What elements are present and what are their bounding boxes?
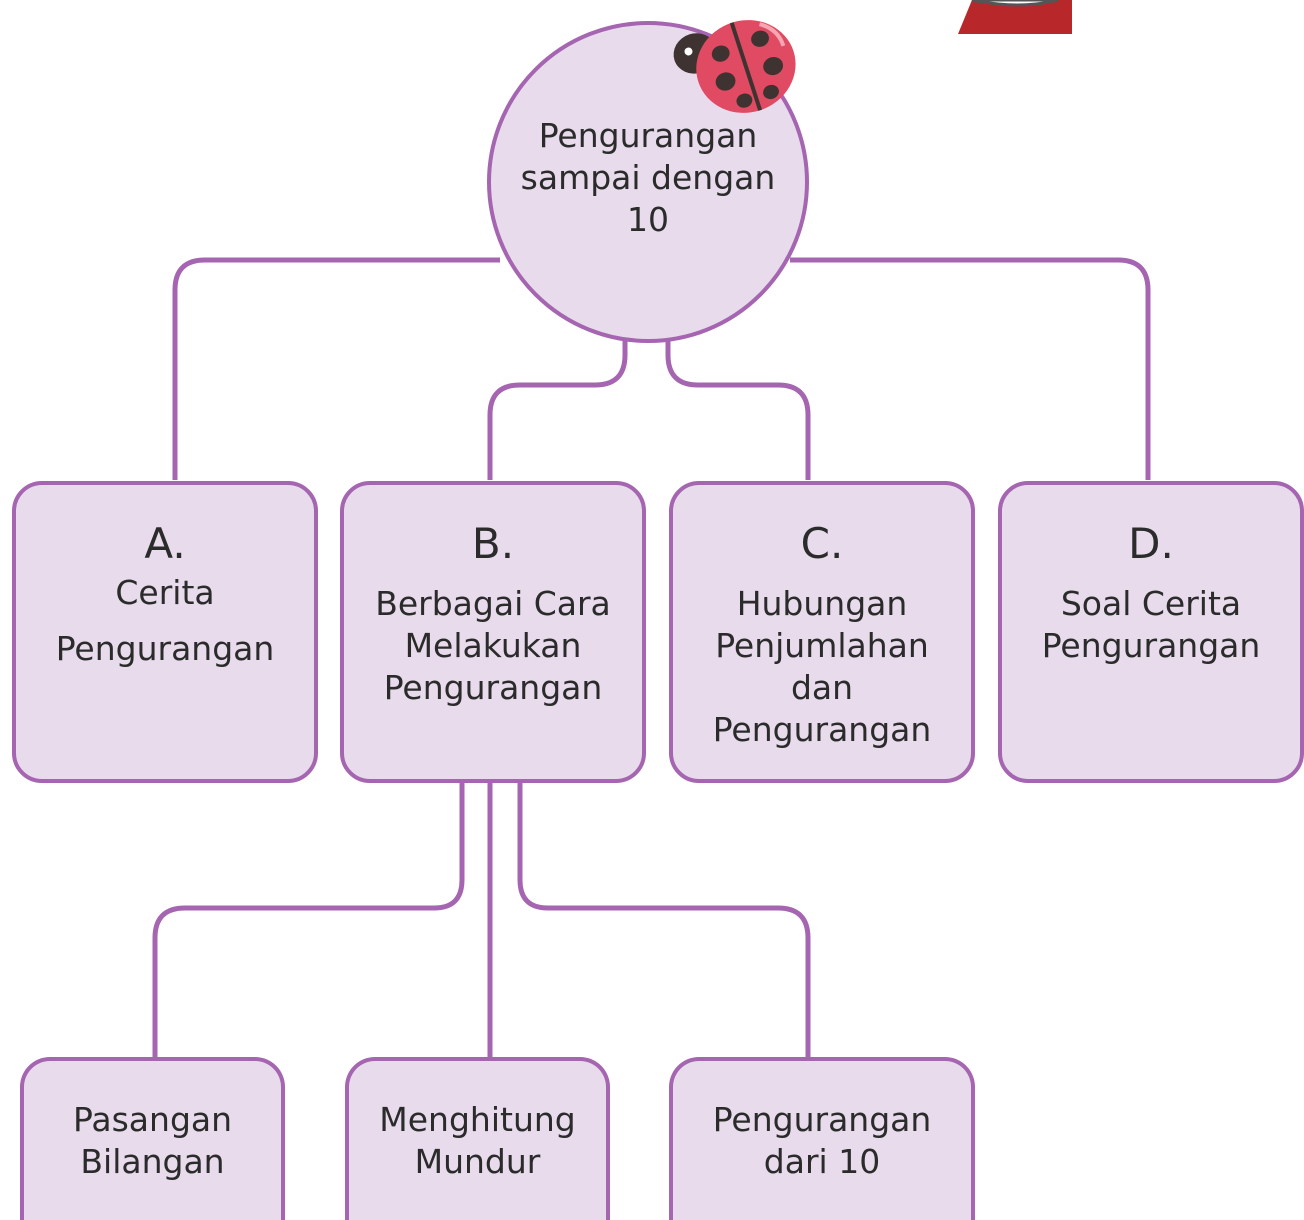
mascot-illustration	[958, 0, 1072, 34]
connector-root-d	[790, 257, 1151, 480]
topic-letter: C.	[800, 519, 844, 568]
connector-root-b	[487, 340, 628, 480]
subtopic-label: Pengurangan dari 10	[712, 1099, 932, 1181]
subtopic-box-2: Menghitung Mundur	[345, 1057, 610, 1220]
topic-label: Hubungan Penjumlahan dan Pengurangan	[712, 584, 932, 749]
subtopic-box-1: Pasangan Bilangan	[20, 1057, 285, 1220]
root-topic-label: Pengurangan sampai dengan 10	[520, 116, 776, 239]
connector-root-a	[172, 257, 500, 480]
subtopic-label: Pasangan Bilangan	[72, 1099, 233, 1181]
connector-root-c	[665, 340, 811, 480]
topic-box-b: B. Berbagai Cara Melakukan Pengurangan	[340, 481, 646, 783]
topic-letter: D.	[1128, 519, 1174, 568]
topic-letter: B.	[471, 519, 515, 568]
topic-box-c: C. Hubungan Penjumlahan dan Pengurangan	[669, 481, 975, 783]
topic-label: Berbagai Cara Melakukan Pengurangan	[375, 584, 611, 707]
topic-box-a: A. Cerita Pengurangan	[12, 481, 318, 783]
ladybug-icon	[673, 20, 796, 113]
subtopic-box-3: Pengurangan dari 10	[669, 1057, 975, 1220]
subtopic-label: Menghitung Mundur	[379, 1099, 576, 1181]
topic-box-d: D. Soal Cerita Pengurangan	[998, 481, 1304, 783]
topic-label: Cerita Pengurangan	[55, 573, 275, 668]
topic-letter: A.	[144, 519, 186, 568]
connector-b-sub1	[152, 782, 465, 1060]
topic-label: Soal Cerita Pengurangan	[1041, 584, 1261, 665]
connector-b-sub3	[517, 782, 811, 1060]
